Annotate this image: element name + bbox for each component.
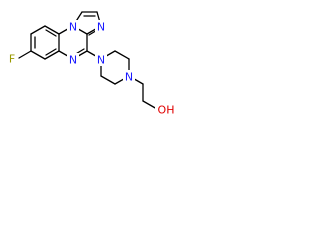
bond — [30, 25, 46, 35]
atom-nitrogen-piperazine-4: N — [123, 70, 135, 84]
bond-layer — [18, 11, 158, 110]
bond — [18, 50, 32, 59]
nitrogen-bridge-label: N — [69, 21, 77, 34]
bond — [45, 48, 57, 56]
bond — [45, 29, 57, 37]
atom-hydroxyl: OH — [155, 103, 177, 117]
molecule-structure: F N N N N N OH — [7, 11, 177, 117]
atom-nitrogen-piperazine-1: N — [95, 53, 107, 67]
atom-nitrogen-imidazole: N — [95, 20, 107, 34]
atom-nitrogen-quinoxaline: N — [67, 53, 79, 67]
bond — [44, 50, 60, 60]
bond — [44, 25, 60, 35]
atom-fluorine: F — [7, 52, 18, 66]
bond — [142, 100, 158, 110]
nitrogen-piperazine-4-label: N — [125, 71, 133, 84]
nitrogen-quinoxaline-label: N — [69, 54, 77, 67]
bond — [30, 50, 46, 60]
bond — [100, 75, 116, 85]
atom-layer: F N N N N N OH — [7, 20, 177, 117]
fluorine-label: F — [9, 53, 15, 66]
nitrogen-piperazine-1-label: N — [97, 54, 105, 67]
nitrogen-imidazole-label: N — [97, 21, 105, 34]
atom-nitrogen-bridge: N — [67, 20, 79, 34]
bond — [114, 50, 130, 60]
hydroxyl-label: OH — [158, 104, 175, 117]
